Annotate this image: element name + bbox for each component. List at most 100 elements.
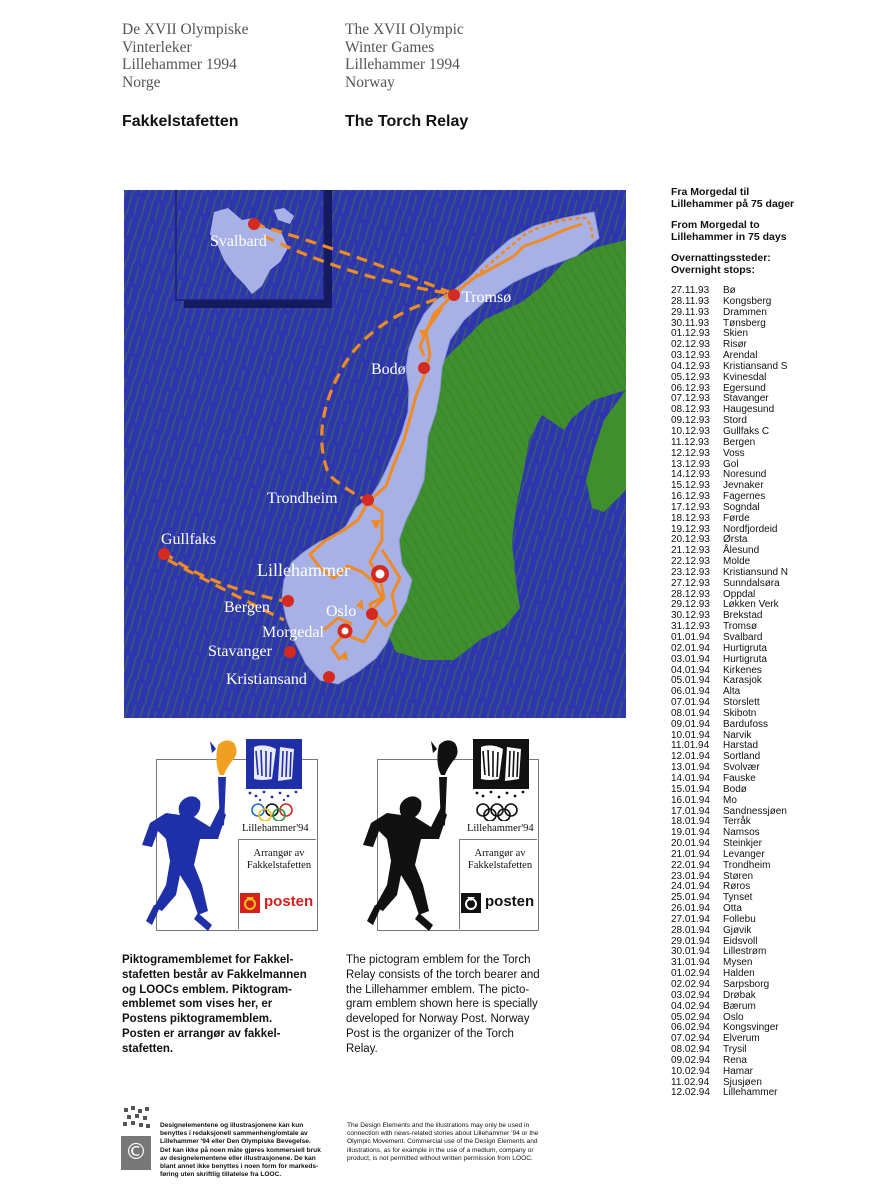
stop-place: Otta xyxy=(723,903,742,915)
olympic-rings-icon xyxy=(251,803,293,822)
torch-bearer-color xyxy=(142,740,237,931)
land-norway xyxy=(281,211,600,685)
city-dot-lillehammer-center xyxy=(375,569,385,579)
route-arrow xyxy=(338,651,348,660)
copyright-icon: © xyxy=(121,1136,151,1170)
label-oslo: Oslo xyxy=(326,603,356,620)
route-arrow xyxy=(356,599,364,610)
stop-place: Eidsvoll xyxy=(723,935,758,947)
stop-place: Tromsø xyxy=(723,621,758,633)
caption-no-line: stafetten. xyxy=(122,1042,174,1055)
emblem-bw-divider-vertical xyxy=(459,839,460,929)
stop-date: 11.12.93 xyxy=(671,436,710,448)
stop-date: 31.01.94 xyxy=(671,957,710,969)
stop-date: 05.12.93 xyxy=(671,371,710,383)
stop-place: Bærum xyxy=(723,1000,756,1012)
stop-date: 02.01.94 xyxy=(671,642,710,654)
stop-place: Lillestrøm xyxy=(723,946,767,958)
header-en-line: Winter Games xyxy=(345,38,435,56)
stop-date: 18.01.94 xyxy=(671,816,710,828)
stop-date: 20.12.93 xyxy=(671,534,710,546)
header-no-line: De XVII Olympiske xyxy=(122,21,249,38)
stop-date: 12.02.94 xyxy=(671,1087,710,1099)
gulf-texture xyxy=(454,415,626,718)
stop-date: 13.12.93 xyxy=(671,458,710,470)
stop-date: 24.01.94 xyxy=(671,881,710,893)
header-no-line: Vinterleker xyxy=(122,38,192,56)
stop-place: Skien xyxy=(723,328,749,340)
torch-bearer-bw-icon xyxy=(363,796,447,915)
city-labels: Svalbard Tromsø Bodø Trondheim Gullfaks … xyxy=(161,233,511,688)
route-arrow xyxy=(371,520,381,530)
land-svalbard-islet xyxy=(274,208,294,224)
route-hurtigruta xyxy=(320,292,455,502)
stop-date: 19.01.94 xyxy=(671,827,710,839)
stop-place: Steinkjer xyxy=(723,838,762,850)
copyright-badge: © xyxy=(121,1106,151,1170)
stop-date: 08.02.94 xyxy=(671,1044,710,1056)
stop-date: 12.01.94 xyxy=(671,751,710,763)
stop-place: Bergen xyxy=(723,436,756,448)
stop-row: 11.12.93 Bergen xyxy=(671,436,811,449)
stop-date: 14.12.93 xyxy=(671,469,710,481)
footer-en-line: product, is not permitted without writte… xyxy=(347,1154,533,1162)
stop-date: 09.12.93 xyxy=(671,415,710,427)
stop-place: Sogndal xyxy=(723,501,760,513)
stop-date: 27.12.93 xyxy=(671,577,710,589)
stop-row: 01.01.94 Svalbard xyxy=(671,632,811,644)
lillehammer-94-label-bw: Lillehammer'94 xyxy=(467,823,534,834)
stop-place: Hurtigruta xyxy=(723,653,767,665)
stop-date: 01.02.94 xyxy=(671,968,710,980)
city-dot-oslo xyxy=(366,608,378,620)
caption-no-line: emblemet som vises her, er xyxy=(122,998,273,1011)
label-tromso: Tromsø xyxy=(462,289,511,306)
stop-place: Røros xyxy=(723,881,751,893)
lillehammer-emblem-bw xyxy=(473,739,529,789)
stop-place: Ørsta xyxy=(723,534,748,546)
posthorn-icon xyxy=(244,897,256,910)
city-dot-bergen xyxy=(282,595,294,607)
stop-date: 17.12.93 xyxy=(671,501,710,513)
stop-place: Drammen xyxy=(723,306,767,318)
stop-place: Trondheim xyxy=(723,859,771,871)
posten-wordmark-bw: posten xyxy=(485,893,535,910)
stop-place: Tønsberg xyxy=(723,317,766,329)
stop-place: Risør xyxy=(723,339,747,351)
stop-place: Svalbard xyxy=(723,632,763,643)
label-gullfaks: Gullfaks xyxy=(161,531,216,548)
stop-date: 03.02.94 xyxy=(671,989,710,1001)
label-morgedal: Morgedal xyxy=(262,624,324,641)
header-no-line: Lillehammer 1994 xyxy=(122,56,237,73)
stop-date: 09.01.94 xyxy=(671,718,710,730)
stop-place: Fauske xyxy=(723,772,756,784)
label-stavanger: Stavanger xyxy=(208,643,273,660)
stop-date: 27.11.93 xyxy=(671,285,710,296)
land-svalbard xyxy=(210,208,288,294)
stop-date: 15.12.93 xyxy=(671,480,710,492)
stop-date: 01.01.94 xyxy=(671,632,710,643)
stop-date: 30.12.93 xyxy=(671,610,710,622)
stop-date: 28.01.94 xyxy=(671,924,710,936)
stop-date: 05.01.94 xyxy=(671,675,710,687)
caption-no-line: Posten er arrangør av fakkel- xyxy=(122,1027,281,1040)
label-lillehammer: Lillehammer xyxy=(257,560,350,580)
